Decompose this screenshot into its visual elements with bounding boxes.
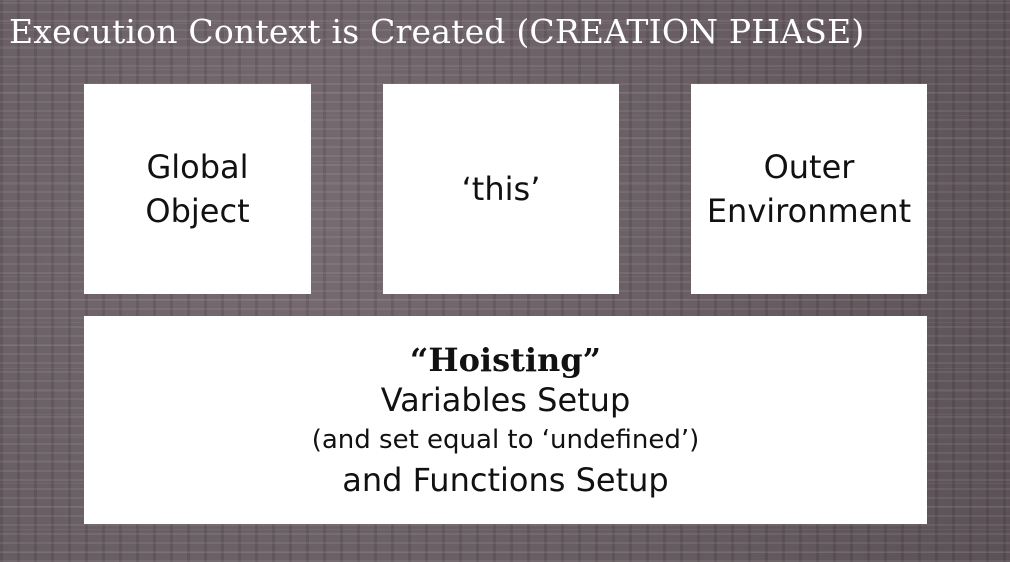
undefined-note-line: (and set equal to ‘undefined’) — [311, 425, 700, 455]
outer-environment-line1: Outer — [763, 148, 855, 186]
hoisting-heading: “Hoisting” — [409, 341, 602, 379]
outer-environment-box: Outer Environment — [691, 84, 927, 294]
functions-setup-line: and Functions Setup — [342, 461, 669, 499]
global-object-line2: Object — [145, 192, 250, 230]
this-keyword-label: ‘this’ — [461, 170, 541, 208]
variables-setup-line: Variables Setup — [380, 381, 631, 419]
outer-environment-line2: Environment — [706, 192, 912, 230]
hoisting-box: “Hoisting” Variables Setup (and set equa… — [84, 316, 927, 524]
global-object-line1: Global — [146, 148, 249, 186]
this-keyword-box: ‘this’ — [383, 84, 619, 294]
global-object-box: Global Object — [84, 84, 311, 294]
slide-title: Execution Context is Created (CREATION P… — [9, 12, 865, 51]
